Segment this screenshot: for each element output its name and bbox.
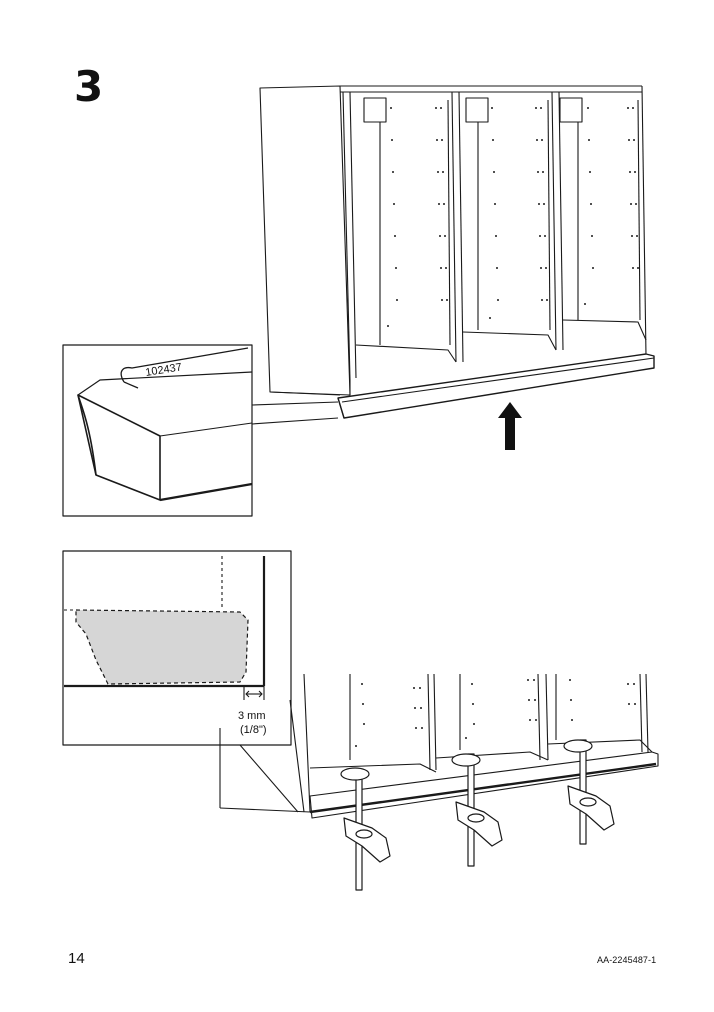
clamp-2 xyxy=(451,753,503,867)
arrow-up-icon xyxy=(498,402,522,450)
page-number: 14 xyxy=(68,950,85,967)
document-id: AA-2245487-1 xyxy=(597,955,657,965)
gap-mm-label: 3 mm xyxy=(238,710,266,722)
detail-callout-bottom xyxy=(62,550,305,813)
step-number: 3 xyxy=(74,62,104,111)
glue-tube-icon xyxy=(120,347,249,383)
cabinet-frame xyxy=(259,85,647,396)
plinth-rail xyxy=(337,353,655,419)
gap-inch-label: (1/8") xyxy=(240,724,267,736)
shelf-holes-bottom xyxy=(355,679,636,747)
cabinet-bottom-view xyxy=(219,673,659,819)
part-number-label: 102437 xyxy=(145,361,183,379)
shelf-holes xyxy=(387,107,639,327)
clamp-1 xyxy=(340,767,391,891)
detail-callout-top xyxy=(62,344,339,517)
clamp-icon xyxy=(340,739,615,891)
clamp-3 xyxy=(563,739,615,845)
